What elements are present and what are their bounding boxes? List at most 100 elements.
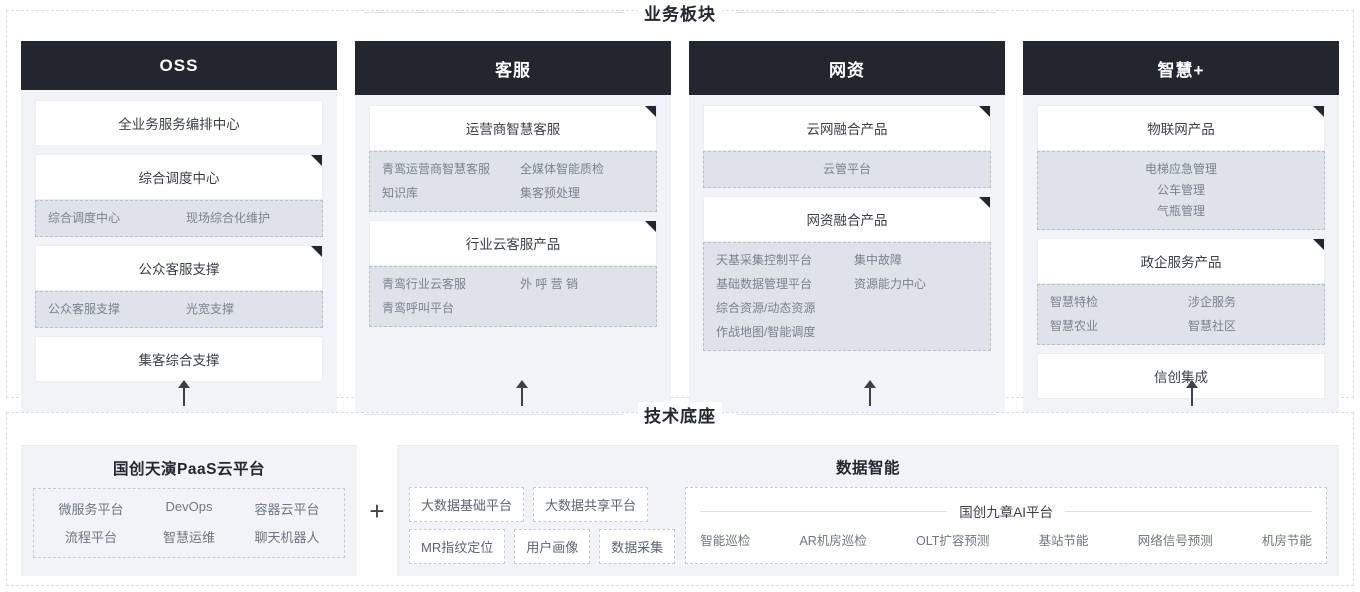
product-item[interactable]: 涉企服务 (1188, 295, 1237, 309)
column-header: OSS (21, 41, 337, 90)
product-item[interactable]: 集客预处理 (520, 186, 581, 200)
product-group-title-text: 集客综合支撑 (138, 353, 220, 368)
product-item[interactable]: 电梯应急管理 (1144, 162, 1217, 176)
paas-item[interactable]: 容器云平台 (254, 502, 320, 517)
product-item[interactable]: 云管平台 (822, 162, 871, 176)
product-item (850, 300, 978, 317)
product-group-title[interactable]: 全业务服务编排中心 (35, 100, 323, 146)
product-item-grid: 青鸾行业云客服 外 呼 营 销青鸾呼叫平台 (382, 276, 644, 317)
product-item[interactable]: 公车管理 (1156, 183, 1205, 197)
product-group-title[interactable]: 公众客服支撑 (35, 245, 323, 291)
product-group-title[interactable]: 行业云客服产品 (369, 220, 657, 266)
column-header: 网资 (689, 41, 1005, 95)
business-column: 智慧+物联网产品电梯应急管理公车管理气瓶管理政企服务产品智慧特检涉企服务智慧农业… (1023, 41, 1339, 413)
product-item[interactable]: 全媒体智能质检 (520, 162, 605, 176)
product-group-title[interactable]: 云网融合产品 (703, 105, 991, 151)
product-group-title[interactable]: 信创集成 (1037, 353, 1325, 399)
product-item[interactable]: 综合资源/动态资源 (716, 301, 816, 315)
product-group-title[interactable]: 集客综合支撑 (35, 336, 323, 382)
ai-platform-item[interactable]: 机房节能 (1261, 534, 1312, 548)
ai-platform-item[interactable]: 网络信号预测 (1137, 534, 1213, 548)
data-platform-chips: 大数据基础平台大数据共享平台 MR指纹定位用户画像数据采集 (409, 487, 676, 564)
ai-rule-left (700, 510, 948, 512)
paas-item[interactable]: 流程平台 (64, 530, 117, 545)
arrow-up-kefu (515, 380, 529, 406)
product-item[interactable]: 青鸾运营商智慧客服 (382, 162, 491, 176)
title-rule-left (364, 414, 624, 415)
product-group: 行业云客服产品青鸾行业云客服 外 呼 营 销青鸾呼叫平台 (369, 220, 657, 327)
product-item (850, 324, 978, 341)
corner-triangle-icon (311, 246, 322, 257)
title-rule-right (736, 414, 996, 415)
product-item[interactable]: 作战地图/智能调度 (716, 325, 816, 339)
corner-triangle-icon (645, 221, 656, 232)
paas-item[interactable]: 微服务平台 (58, 502, 124, 517)
product-item[interactable]: 现场综合化维护 (186, 211, 271, 225)
paas-item[interactable]: DevOps (165, 499, 213, 514)
column-body: 运营商智慧客服青鸾运营商智慧客服全媒体智能质检知识库集客预处理行业云客服产品青鸾… (355, 95, 671, 341)
ai-platform-item[interactable]: AR机房巡检 (799, 534, 867, 548)
data-platform-chip[interactable]: 大数据共享平台 (533, 487, 649, 522)
data-platform-chip[interactable]: MR指纹定位 (409, 529, 506, 564)
corner-triangle-icon (311, 155, 322, 166)
product-group: 运营商智慧客服青鸾运营商智慧客服 全媒体智能质检知识库 集客预处理 (369, 105, 657, 212)
product-item-box: 智慧特检 涉企服务智慧农业 智慧社区 (1037, 284, 1325, 345)
product-item[interactable]: 青鸾行业云客服 (382, 277, 467, 291)
product-item-grid: 天基采集控制平台 集中故障基础数据管理平台 资源能力中心综合资源/动态资源作战地图/… (716, 252, 978, 341)
data-platform-chip[interactable]: 数据采集 (599, 529, 676, 564)
product-group-title-text: 综合调度中心 (138, 171, 220, 186)
product-item[interactable]: 集中故障 (854, 253, 903, 267)
product-group-title[interactable]: 运营商智慧客服 (369, 105, 657, 151)
product-item[interactable]: 外 呼 营 销 (520, 277, 579, 291)
data-platform-chip[interactable]: 用户画像 (514, 529, 591, 564)
product-item[interactable]: 资源能力中心 (854, 277, 927, 291)
ai-platform-item[interactable]: 智能巡检 (700, 534, 751, 548)
product-item[interactable]: 智慧农业 (1050, 319, 1099, 333)
product-group: 综合调度中心综合调度中心现场综合化维护 (35, 154, 323, 237)
arrow-head-icon (516, 380, 528, 388)
corner-triangle-icon (1313, 106, 1324, 117)
product-item[interactable]: 智慧社区 (1188, 319, 1237, 333)
paas-item[interactable]: 智慧运维 (162, 530, 215, 545)
business-section-title-text: 业务板块 (638, 0, 722, 25)
product-item-grid: 电梯应急管理公车管理气瓶管理 (1050, 161, 1312, 220)
product-item[interactable]: 光宽支撑 (186, 302, 235, 316)
paas-platform-card: 国创天演PaaS云平台 微服务平台 DevOps 容器云平台流程平台 智慧运维 聊天机器… (21, 445, 357, 576)
title-rule-right (736, 12, 996, 13)
product-item[interactable]: 气瓶管理 (1156, 204, 1205, 218)
product-item[interactable]: 青鸾呼叫平台 (382, 301, 455, 315)
product-item[interactable]: 综合调度中心 (48, 211, 121, 225)
product-group-title-text: 云网融合产品 (806, 122, 888, 137)
product-group-title-text: 信创集成 (1154, 370, 1208, 385)
arrow-stem (183, 386, 185, 406)
product-group-title[interactable]: 综合调度中心 (35, 154, 323, 200)
arrow-up-oss (177, 380, 191, 406)
data-platform-chip[interactable]: 大数据基础平台 (409, 487, 525, 522)
product-group-title[interactable]: 网资融合产品 (703, 196, 991, 242)
column-header: 客服 (355, 41, 671, 95)
product-group-title-text: 运营商智慧客服 (465, 122, 561, 137)
ai-platform-item[interactable]: 基站节能 (1038, 534, 1089, 548)
product-item-grid: 青鸾运营商智慧客服 全媒体智能质检知识库 集客预处理 (382, 161, 644, 202)
paas-title: 国创天演PaaS云平台 (113, 461, 265, 478)
chips-row-2: MR指纹定位用户画像数据采集 (409, 529, 676, 564)
product-item[interactable]: 基础数据管理平台 (716, 277, 813, 291)
paas-item[interactable]: 聊天机器人 (254, 530, 320, 545)
product-item-box: 综合调度中心 现场综合化维护 (35, 200, 323, 237)
ai-platform-item[interactable]: OLT扩容预测 (915, 534, 990, 548)
product-item-box: 天基采集控制平台 集中故障基础数据管理平台 资源能力中心综合资源/动态资源作战地图/… (703, 242, 991, 351)
product-item[interactable]: 天基采集控制平台 (716, 253, 813, 267)
column-body: 云网融合产品云管平台网资融合产品天基采集控制平台 集中故障基础数据管理平台 资源能力… (689, 95, 1005, 365)
product-item[interactable]: 智慧特检 (1050, 295, 1099, 309)
product-group-title[interactable]: 物联网产品 (1037, 105, 1325, 151)
data-intelligence-card: 数据智能 大数据基础平台大数据共享平台 MR指纹定位用户画像数据采集 国创九章A… (397, 445, 1339, 576)
product-group-title-text: 政企服务产品 (1140, 255, 1222, 270)
product-item[interactable]: 知识库 (382, 186, 419, 200)
arrow-up-wangzi (863, 380, 877, 406)
product-item[interactable]: 公众客服支撑 (48, 302, 121, 316)
product-group: 云网融合产品云管平台 (703, 105, 991, 188)
corner-triangle-icon (1313, 239, 1324, 250)
product-group-title[interactable]: 政企服务产品 (1037, 238, 1325, 284)
